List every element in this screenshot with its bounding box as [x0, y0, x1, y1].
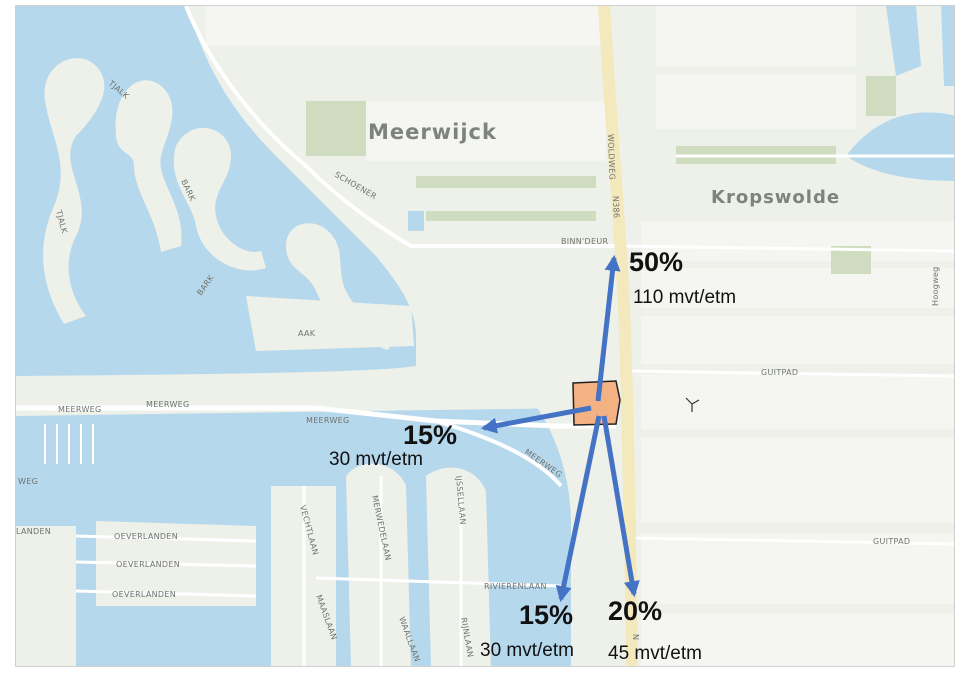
field-parcels	[206, 6, 954, 666]
street-label: MEERWEG	[306, 416, 350, 425]
street-label: MEERWEG	[58, 405, 102, 414]
street-label: N	[631, 634, 640, 640]
traffic-arrows	[480, 254, 640, 603]
flow-percent-west: 15%	[403, 420, 457, 450]
street-label: WEG	[18, 477, 38, 486]
flow-volume-south: 45 mvt/etm	[608, 643, 702, 664]
place-label-kropswolde: Kropswolde	[711, 187, 840, 208]
street-label: N386	[611, 196, 621, 219]
street-label: BINN'DEUR	[561, 237, 608, 246]
street-label: Hoogweg	[931, 266, 940, 306]
arrow-south	[601, 415, 640, 598]
street-label: RIVIERENLAAN	[484, 582, 547, 591]
street-label: GUITPAD	[761, 368, 798, 377]
street-label: IJSSELLAAN	[454, 475, 467, 525]
flow-percent-south-west: 15%	[519, 600, 573, 630]
map-view[interactable]: Meerwijck Kropswolde TJALK TJALK BARK BA…	[15, 5, 955, 667]
street-label: OEVERLANDEN	[112, 590, 176, 599]
street-label: OEVERLANDEN	[116, 560, 180, 569]
flow-percent-south: 20%	[608, 596, 662, 626]
flow-volume-west: 30 mvt/etm	[329, 449, 423, 470]
flow-percent-north: 50%	[629, 247, 683, 277]
minor-roads	[16, 6, 954, 666]
street-label: LANDEN	[16, 527, 51, 536]
development-site	[572, 380, 621, 426]
residential-peninsulas	[16, 58, 576, 666]
flow-volume-south-west: 30 mvt/etm	[480, 640, 574, 661]
street-label: GUITPAD	[873, 537, 910, 546]
place-label-meerwijck: Meerwijck	[368, 120, 497, 144]
flow-volume-north: 110 mvt/etm	[633, 287, 736, 308]
street-label: MEERWEG	[146, 400, 190, 409]
street-label: WOLDWEG	[606, 134, 617, 180]
windmill-icon	[685, 397, 700, 412]
map-canvas: Meerwijck Kropswolde TJALK TJALK BARK BA…	[16, 6, 954, 666]
arrow-south-west	[555, 415, 602, 603]
street-label: AAK	[298, 329, 316, 338]
arrow-north	[595, 254, 621, 402]
arrow-west	[480, 405, 592, 434]
marina-jetties	[44, 424, 94, 464]
main-road-n386	[598, 6, 638, 666]
street-label: OEVERLANDEN	[114, 532, 178, 541]
